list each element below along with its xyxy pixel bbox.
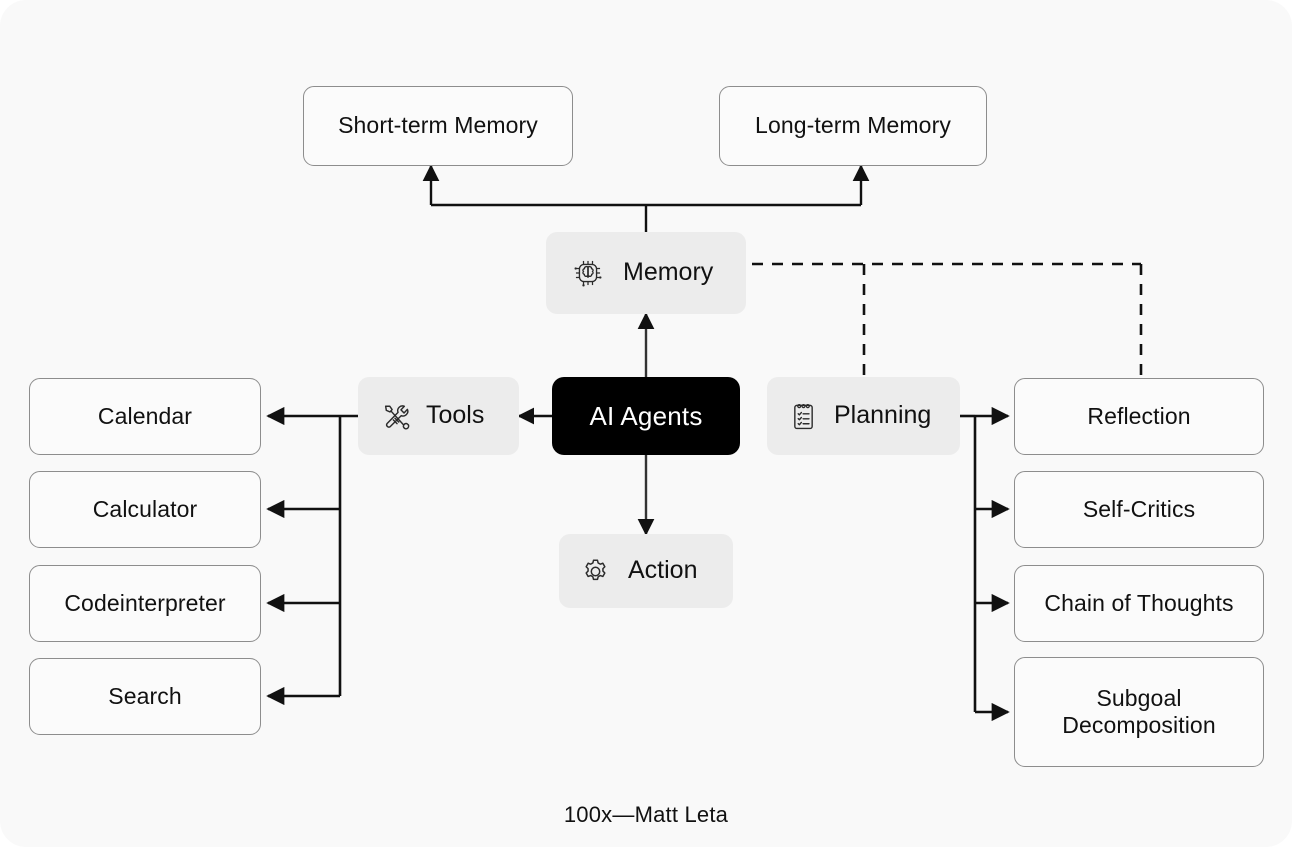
node-tools[interactable]: Tools: [358, 377, 519, 455]
node-action[interactable]: Action: [559, 534, 733, 608]
node-label: Subgoal Decomposition: [1062, 684, 1216, 738]
node-label: Calendar: [97, 402, 193, 429]
node-calculator[interactable]: Calculator: [29, 471, 261, 548]
wire-memory-branch: [422, 164, 870, 232]
node-label: Long-term Memory: [755, 112, 951, 139]
node-long-term-memory[interactable]: Long-term Memory: [719, 86, 987, 166]
brain-chip-icon: [570, 255, 606, 291]
wrench-screwdriver-icon: [378, 399, 412, 433]
node-label: Self-Critics: [1082, 495, 1196, 522]
node-label: Codeinterpreter: [64, 589, 226, 616]
node-search[interactable]: Search: [29, 658, 261, 735]
node-self-critics[interactable]: Self-Critics: [1014, 471, 1264, 548]
clipboard-checklist-icon: [787, 400, 820, 433]
node-reflection[interactable]: Reflection: [1014, 378, 1264, 455]
node-memory[interactable]: Memory: [546, 232, 746, 314]
diagram-caption: 100x—Matt Leta: [563, 802, 729, 827]
node-label: Tools: [426, 401, 485, 430]
node-calendar[interactable]: Calendar: [29, 378, 261, 455]
node-label: Planning: [834, 401, 932, 430]
node-subgoal-decomposition[interactable]: Subgoal Decomposition: [1014, 657, 1264, 767]
node-label: Reflection: [1087, 402, 1191, 429]
node-label: Calculator: [92, 495, 198, 522]
node-label: Search: [108, 682, 182, 709]
node-codeinterpreter[interactable]: Codeinterpreter: [29, 565, 261, 642]
node-label: Action: [628, 556, 698, 585]
node-planning[interactable]: Planning: [767, 377, 960, 455]
wire-planning-bus: [960, 406, 1010, 722]
node-chain-of-thoughts[interactable]: Chain of Thoughts: [1014, 565, 1264, 642]
node-label: AI Agents: [589, 400, 703, 431]
gear-icon: [579, 555, 612, 588]
wire-tools-bus: [266, 406, 358, 706]
node-label: Chain of Thoughts: [1044, 589, 1234, 616]
node-ai-agents[interactable]: AI Agents: [552, 377, 740, 455]
node-label: Memory: [623, 258, 714, 287]
wire-memory-dashed: [752, 262, 1143, 377]
node-label: Short-term Memory: [338, 112, 538, 139]
node-short-term-memory[interactable]: Short-term Memory: [303, 86, 573, 166]
